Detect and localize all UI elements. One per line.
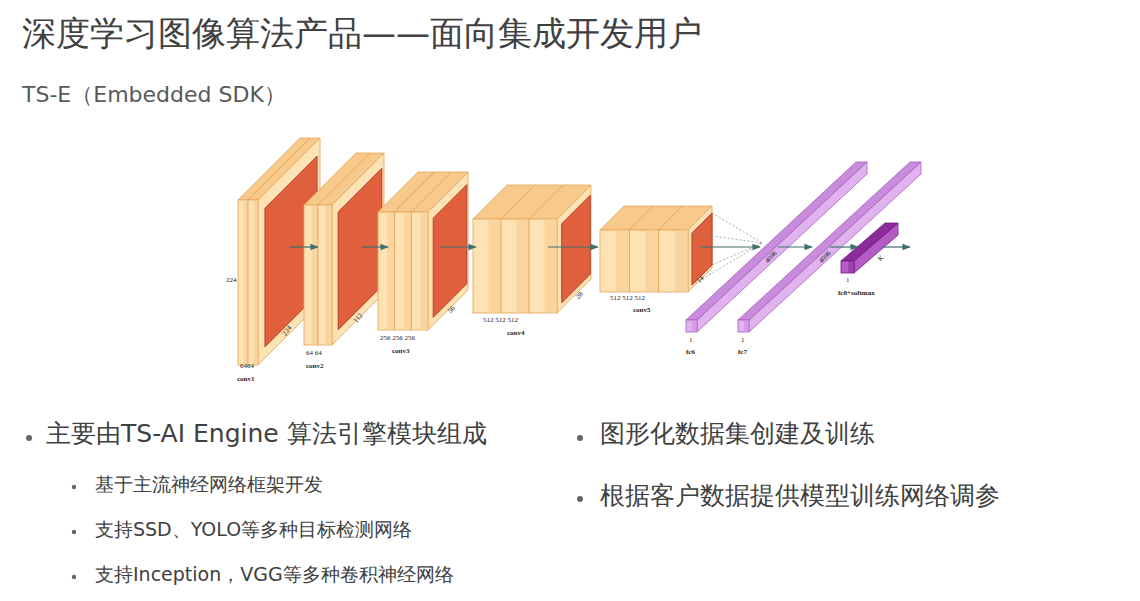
block-front-shade [244,200,249,365]
block-top-face [738,162,921,320]
dimension-label: 512 512 512 [610,294,645,302]
bullet-text: 主要由TS-AI Engine 算法引擎模块组成 [46,420,487,449]
block-front-face [501,219,529,313]
block-front-shade [404,212,412,330]
sub-bullet-text: 支持Inception，VGG等多种卷积神经网络 [95,564,454,586]
projection-line [692,233,762,243]
flow-arrow [778,246,812,247]
block-front-face [738,320,749,332]
block-front-face [686,320,697,332]
dimension-label: conv2 [306,362,324,370]
block-front-face [529,219,557,313]
flow-arrow [882,246,910,247]
flow-arrow [362,246,388,247]
fc-bar [841,223,898,273]
projection-line [712,213,762,243]
layers [238,138,921,365]
block-front-shade [675,230,688,292]
block-right-face [749,162,921,332]
dimension-label: 256 256 256 [380,334,415,342]
dimension-label: conv3 [392,347,410,355]
block-front-face [841,261,854,273]
bullet-dot [72,575,76,579]
block-front-shade [254,200,259,365]
block-front-shade [488,219,501,313]
pool-layer [562,195,591,303]
flow-arrow [290,246,318,247]
block-front-face [395,212,412,330]
pool-layer [433,185,467,318]
dimension-label: 224 [226,276,237,284]
flow-arrow [548,246,598,247]
flow-arrow [440,246,476,247]
bullet-dot [72,530,76,534]
conv-block [248,138,320,365]
conv-block [318,153,384,345]
dimension-label: 1 [689,336,693,344]
block-front-shade [544,219,557,313]
block-front-face [238,200,248,365]
dimension-label: 1 [741,336,745,344]
block-front-shade [516,219,529,313]
block-front-shade [326,205,332,345]
block-front-shade [312,205,318,345]
block-front-face [304,205,318,345]
conv-block [411,172,468,330]
block-front-shade [421,212,429,330]
flow-arrow [830,246,858,247]
bullet-text: 图形化数据集创建及训练 [600,420,875,449]
block-front-face [629,230,658,292]
pool-layer [692,213,712,285]
bullet-text: TS-E（Embedded SDK） [22,82,286,107]
block-front-face [318,205,332,345]
block-front-face [659,230,688,292]
flow-arrow [700,246,760,247]
dimension-label: 28 [574,290,585,301]
dimension-label: fc7 [738,348,747,356]
dimension-label: 56 [446,304,457,315]
bullet-dot [72,485,76,489]
block-top-face [841,223,898,261]
pool-layer [338,168,382,329]
block-right-face [258,138,320,365]
block-front-shade [616,230,629,292]
slide-title: 深度学习图像算法产品——面向集成开发用户 [22,14,702,53]
block-right-face [332,153,384,345]
conv-block [529,185,591,313]
pool-layer [265,156,317,347]
dimension-label: 1 [846,276,850,284]
block-front-shade [744,320,749,332]
bullet-dot [26,435,32,441]
dimension-label: K [876,254,885,263]
dimension-label: 64 64 [306,349,322,357]
block-front-face [600,230,629,292]
dimension-label: 6464 [240,362,254,370]
block-front-shade [848,261,854,273]
dimension-label: conv4 [507,329,525,337]
fc-bar [738,162,921,332]
conv-block [659,206,712,292]
block-right-face [697,162,867,332]
block-front-face [411,212,428,330]
bullet-dot [577,435,583,441]
dimension-label: fc6 [686,348,695,356]
block-front-face [473,219,501,313]
block-front-shade [692,320,697,332]
block-front-face [378,212,395,330]
sub-bullet-text: 基于主流神经网络框架开发 [95,474,323,496]
block-front-shade [645,230,658,292]
block-front-shade [387,212,395,330]
sub-bullet-text: 支持SSD、YOLO等多种目标检测网络 [95,519,412,541]
bullet-dot [577,496,583,502]
dimension-label: conv5 [633,306,651,314]
bullet-text: 根据客户数据提供模型训练网络调参 [600,482,1000,511]
dimension-label: fc8+softmax [838,289,875,297]
dimension-label: 512 512 512 [483,316,518,324]
block-front-face [248,200,258,365]
dimension-label: conv1 [237,375,255,383]
